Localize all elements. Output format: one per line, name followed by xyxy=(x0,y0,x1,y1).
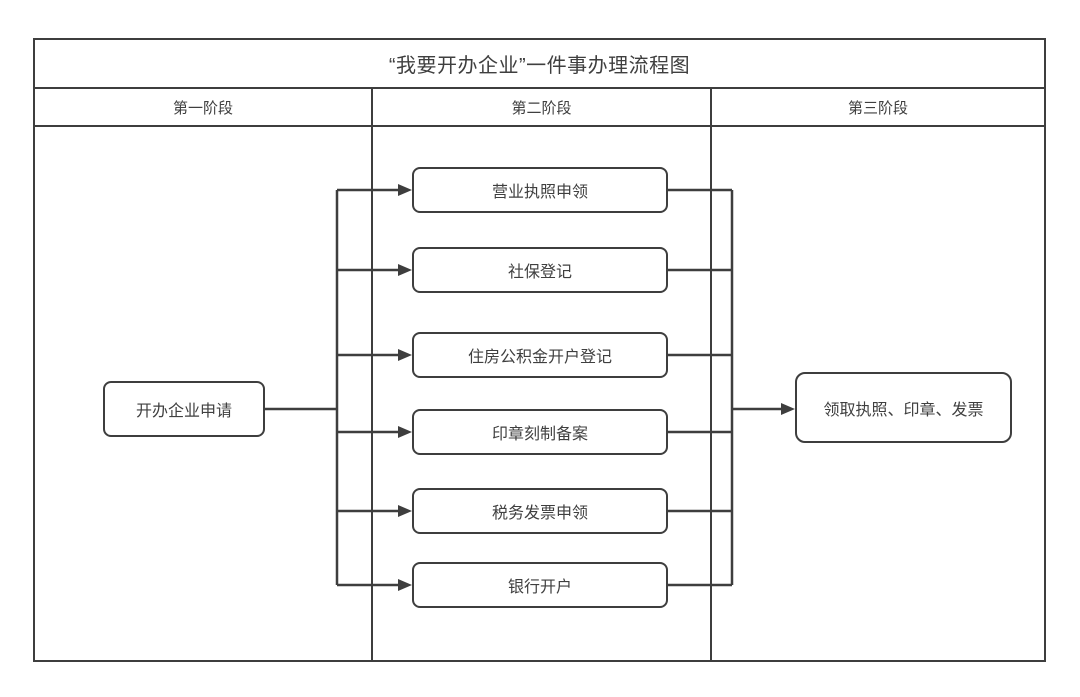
node-seal-filing: 印章刻制备案 xyxy=(412,409,668,455)
arrowhead-icon xyxy=(781,403,795,415)
column-divider xyxy=(371,89,373,660)
arrowhead-icon xyxy=(398,579,412,591)
column-header-phase-3: 第三阶段 xyxy=(847,99,908,117)
arrowhead-icon xyxy=(398,349,412,361)
node-start-application: 开办企业申请 xyxy=(103,381,265,437)
column-header-phase-1: 第一阶段 xyxy=(172,99,233,117)
diagram-title: “我要开办企业”一件事办理流程图 xyxy=(35,40,1044,89)
column-header-phase-2: 第二阶段 xyxy=(511,99,572,117)
node-collect-results: 领取执照、印章、发票 xyxy=(795,372,1012,443)
node-business-license: 营业执照申领 xyxy=(412,167,668,213)
node-housing-fund: 住房公积金开户登记 xyxy=(412,332,668,378)
flowchart-frame: “我要开办企业”一件事办理流程图 第一阶段 第二阶段 第三阶段 xyxy=(33,38,1046,662)
column-header-band: 第一阶段 第二阶段 第三阶段 xyxy=(35,89,1044,127)
node-social-insurance: 社保登记 xyxy=(412,247,668,293)
arrowhead-icon xyxy=(398,184,412,196)
arrowhead-icon xyxy=(398,264,412,276)
node-bank-account: 银行开户 xyxy=(412,562,668,608)
arrowhead-icon xyxy=(398,426,412,438)
column-divider xyxy=(710,89,712,660)
arrowhead-icon xyxy=(398,505,412,517)
node-tax-invoice: 税务发票申领 xyxy=(412,488,668,534)
